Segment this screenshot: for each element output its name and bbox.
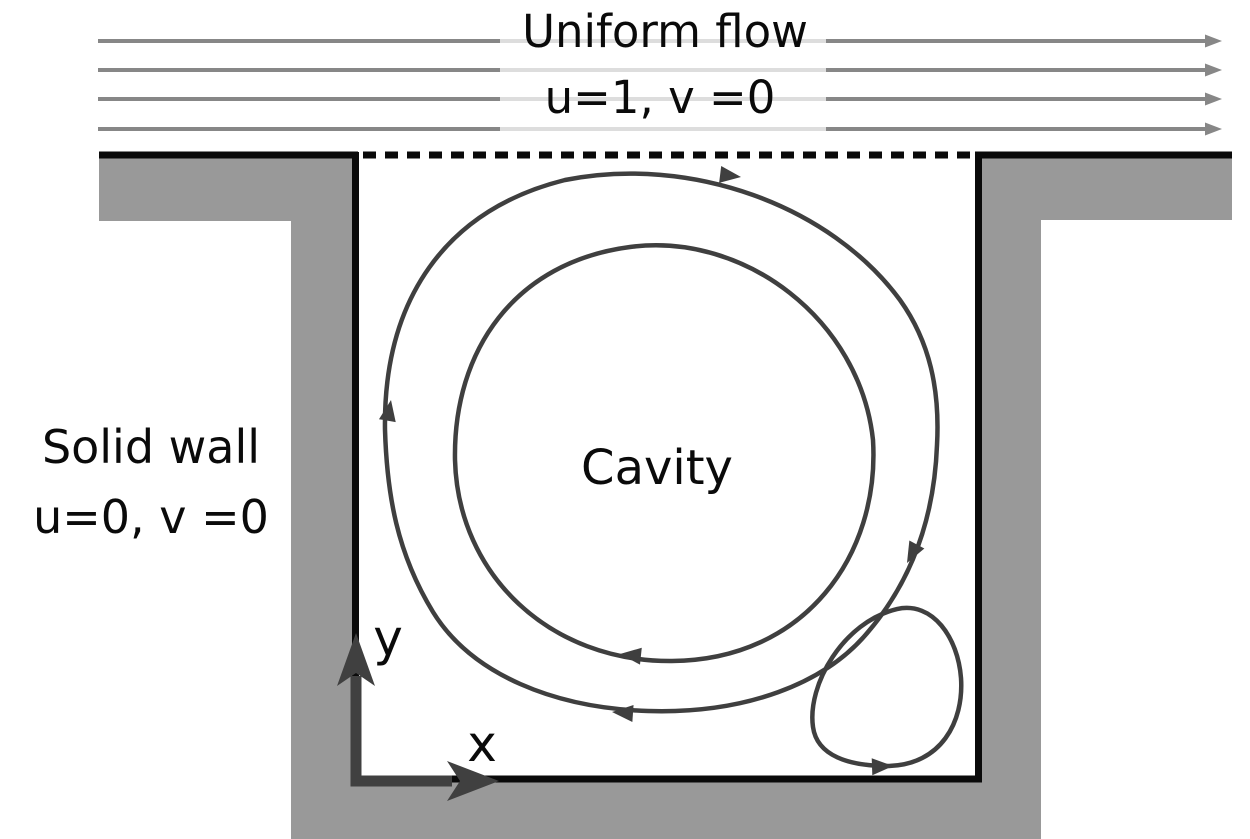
streamline-arrowhead-icon [719, 166, 741, 183]
solid-wall-label-block: Solid wall u=0, v =0 [0, 412, 302, 552]
coordinate-axes [337, 633, 499, 801]
x-axis-label: x [467, 715, 497, 773]
solid-wall-block [99, 152, 1232, 839]
flow-arrowhead-icon [1205, 122, 1222, 136]
flow-arrowhead-icon [1205, 63, 1222, 77]
streamline-arrowhead-icon [907, 540, 925, 563]
streamline-arrowhead-icon [620, 647, 642, 665]
uniform-flow-label: Uniform flow [522, 5, 808, 58]
solid-wall-label: Solid wall [41, 420, 261, 474]
primary-vortex-outer-streamline [382, 171, 940, 714]
corner-vortex [810, 605, 964, 776]
uniform-flow-condition: u=1, v =0 [544, 71, 776, 124]
solid-wall-condition: u=0, v =0 [33, 490, 269, 544]
y-axis-label: y [373, 609, 403, 667]
primary-vortex-inner-streamline [452, 243, 876, 664]
flow-arrowhead-icon [1205, 92, 1222, 106]
flow-arrowhead-icon [1205, 34, 1222, 48]
label-backdrop [500, 10, 826, 135]
cavity-label: Cavity [581, 440, 733, 496]
corner-vortex-streamline [810, 605, 964, 769]
x-axis-arrowhead-icon [447, 761, 499, 801]
streamline-arrowhead-icon [871, 758, 893, 776]
primary-vortex [378, 166, 940, 722]
streamline-arrowhead-icon [612, 704, 634, 722]
y-axis-arrowhead-icon [337, 633, 375, 686]
streamline-arrowhead-icon [378, 400, 396, 423]
